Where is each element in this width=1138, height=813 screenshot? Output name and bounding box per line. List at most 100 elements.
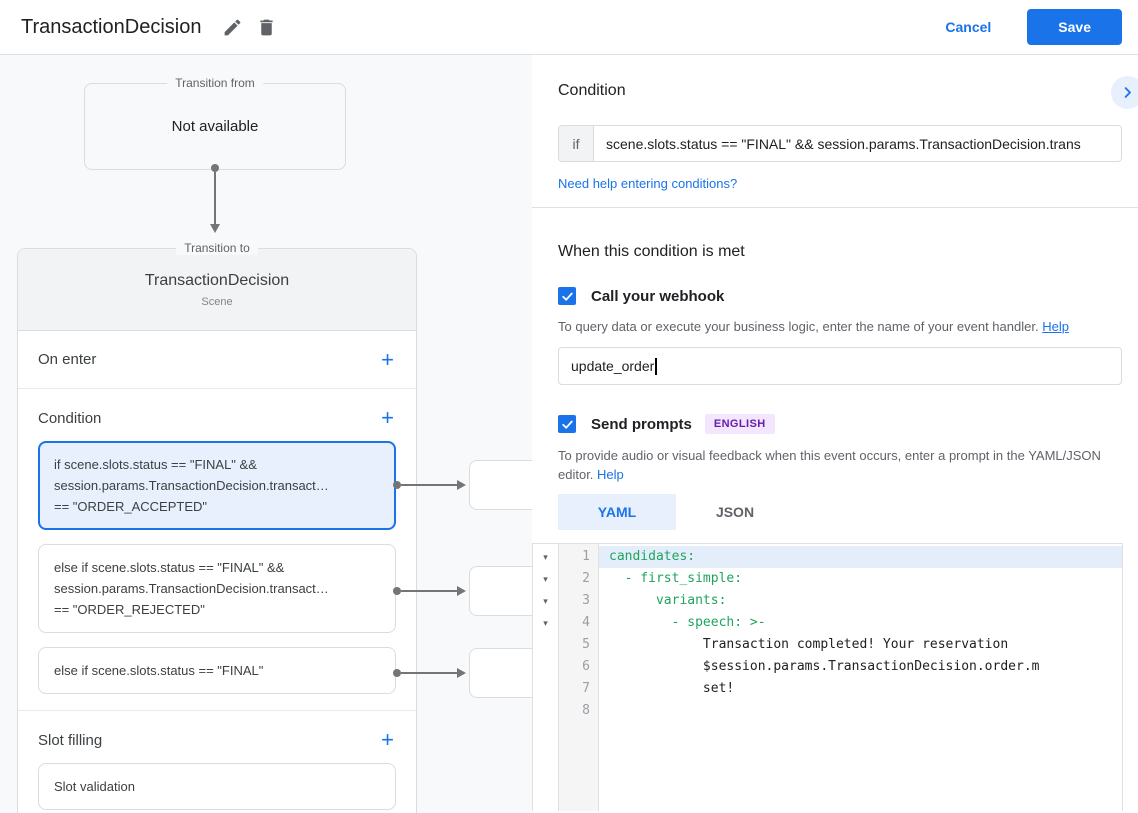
cancel-button[interactable]: Cancel <box>935 11 1001 43</box>
condition-card-rejected[interactable]: else if scene.slots.status == "FINAL" &&… <box>38 544 396 633</box>
line-number: 4 <box>582 615 590 630</box>
condition-detail-panel: Condition if scene.slots.status == "FINA… <box>532 55 1138 813</box>
scene-name: TransactionDecision <box>144 271 290 289</box>
plus-icon: + <box>381 405 394 430</box>
add-on-enter-button[interactable]: + <box>379 346 396 372</box>
code-line[interactable]: set! <box>609 681 735 696</box>
webhook-description: To query data or execute your business l… <box>558 317 1122 336</box>
check-icon <box>561 418 574 431</box>
slot-filling-section: Slot filling + Slot validation <box>18 711 416 813</box>
code-line[interactable]: $session.params.TransactionDecision.orde… <box>609 659 1040 674</box>
line-number: 6 <box>582 659 590 674</box>
chevron-down-icon[interactable]: ▾ <box>543 552 548 562</box>
on-enter-label: On enter <box>38 351 97 368</box>
connector-line <box>401 590 457 592</box>
code-line[interactable] <box>599 700 1122 722</box>
transition-from-box: Transition from Not available <box>84 76 346 170</box>
arrow-down-icon <box>210 224 220 233</box>
app-header: TransactionDecision Cancel Save <box>0 0 1138 55</box>
line-number: 7 <box>582 681 590 696</box>
arrow-right-icon <box>457 480 466 490</box>
webhook-label: Call your webhook <box>591 287 725 305</box>
condition-panel-heading: Condition <box>558 82 626 99</box>
line-number: 2 <box>582 571 590 586</box>
conditions-help-link[interactable]: Need help entering conditions? <box>558 176 738 191</box>
transition-target-box[interactable] <box>469 566 532 616</box>
slot-validation-card[interactable]: Slot validation <box>38 763 396 810</box>
page-title: TransactionDecision <box>21 15 202 38</box>
line-number: 1 <box>582 549 590 564</box>
plus-icon: + <box>381 346 394 372</box>
code-line[interactable]: variants: <box>609 593 727 608</box>
save-button[interactable]: Save <box>1027 9 1122 45</box>
line-number: 5 <box>582 637 590 652</box>
delete-scene-button[interactable] <box>249 10 283 44</box>
if-label: if <box>558 125 594 162</box>
code-editor[interactable]: ▾ ▾ ▾ ▾ 1 2 3 4 5 6 7 8 candidates: - fi… <box>532 543 1123 811</box>
section-divider <box>532 207 1138 208</box>
condition-card-accepted[interactable]: if scene.slots.status == "FINAL" && sess… <box>38 441 396 530</box>
transition-to-legend: Transition to <box>176 241 258 255</box>
fold-gutter: ▾ ▾ ▾ ▾ <box>533 544 558 811</box>
connector-dot <box>393 669 401 677</box>
edit-scene-button[interactable] <box>215 10 249 44</box>
condition-expression-input[interactable]: scene.slots.status == "FINAL" && session… <box>593 125 1122 162</box>
language-badge: ENGLISH <box>704 414 775 434</box>
when-condition-heading: When this condition is met <box>558 243 745 260</box>
code-line[interactable]: Transaction completed! Your reservation <box>609 637 1009 652</box>
prompts-description-text: To provide audio or visual feedback when… <box>558 448 1101 482</box>
transition-target-box[interactable] <box>469 460 532 510</box>
connector-dot <box>393 587 401 595</box>
add-condition-button[interactable]: + <box>379 407 396 429</box>
slot-filling-label: Slot filling <box>38 731 103 749</box>
pencil-icon <box>222 17 243 38</box>
code-area[interactable]: candidates: - first_simple: variants: - … <box>599 544 1122 811</box>
webhook-description-text: To query data or execute your business l… <box>558 319 1039 334</box>
webhook-checkbox-row: Call your webhook <box>558 287 1122 305</box>
transition-target-box[interactable] <box>469 648 532 698</box>
flow-canvas: Transition from Not available Transition… <box>0 55 532 813</box>
prompts-checkbox[interactable] <box>558 415 576 433</box>
line-number: 3 <box>582 593 590 608</box>
arrow-right-icon <box>457 586 466 596</box>
transition-from-legend: Transition from <box>167 76 263 90</box>
prompts-help-link[interactable]: Help <box>597 467 624 482</box>
webhook-help-link[interactable]: Help <box>1042 319 1069 334</box>
prompts-checkbox-row: Send prompts ENGLISH <box>558 414 1122 434</box>
webhook-checkbox[interactable] <box>558 287 576 305</box>
on-enter-section[interactable]: On enter + <box>18 331 416 389</box>
code-line[interactable]: - first_simple: <box>609 571 743 586</box>
connector-line <box>401 672 457 674</box>
prompts-label: Send prompts <box>591 415 692 433</box>
connector-line <box>214 172 216 224</box>
prompts-description: To provide audio or visual feedback when… <box>558 446 1122 484</box>
check-icon <box>561 290 574 303</box>
arrow-right-icon <box>457 668 466 678</box>
connector-line <box>401 484 457 486</box>
scene-header[interactable]: TransactionDecision Scene <box>18 249 416 331</box>
code-line[interactable]: candidates: <box>599 546 1122 568</box>
chevron-down-icon[interactable]: ▾ <box>543 618 548 628</box>
tab-json[interactable]: JSON <box>715 504 755 520</box>
line-number-gutter: 1 2 3 4 5 6 7 8 <box>558 544 599 811</box>
tab-yaml[interactable]: YAML <box>558 494 676 530</box>
editor-format-tabs: YAML JSON <box>558 494 1122 530</box>
plus-icon: + <box>381 727 394 752</box>
code-line[interactable]: - speech: >- <box>609 615 766 630</box>
transition-to-card: Transition to TransactionDecision Scene … <box>17 241 417 813</box>
condition-section: Condition + if scene.slots.status == "FI… <box>18 389 416 711</box>
condition-card-final[interactable]: else if scene.slots.status == "FINAL" <box>38 647 396 694</box>
chevron-down-icon[interactable]: ▾ <box>543 596 548 606</box>
not-available-label: Not available <box>171 118 259 135</box>
chevron-right-icon <box>1120 85 1135 100</box>
connector-dot <box>211 164 219 172</box>
condition-section-label: Condition <box>38 409 102 427</box>
text-caret <box>655 357 657 375</box>
event-handler-input[interactable]: update_order <box>558 347 1122 385</box>
condition-expression-row: if scene.slots.status == "FINAL" && sess… <box>558 125 1122 162</box>
add-slot-button[interactable]: + <box>379 729 396 751</box>
chevron-down-icon[interactable]: ▾ <box>543 574 548 584</box>
trash-icon <box>256 17 277 38</box>
line-number: 8 <box>582 703 590 718</box>
collapse-panel-button[interactable] <box>1111 76 1138 109</box>
